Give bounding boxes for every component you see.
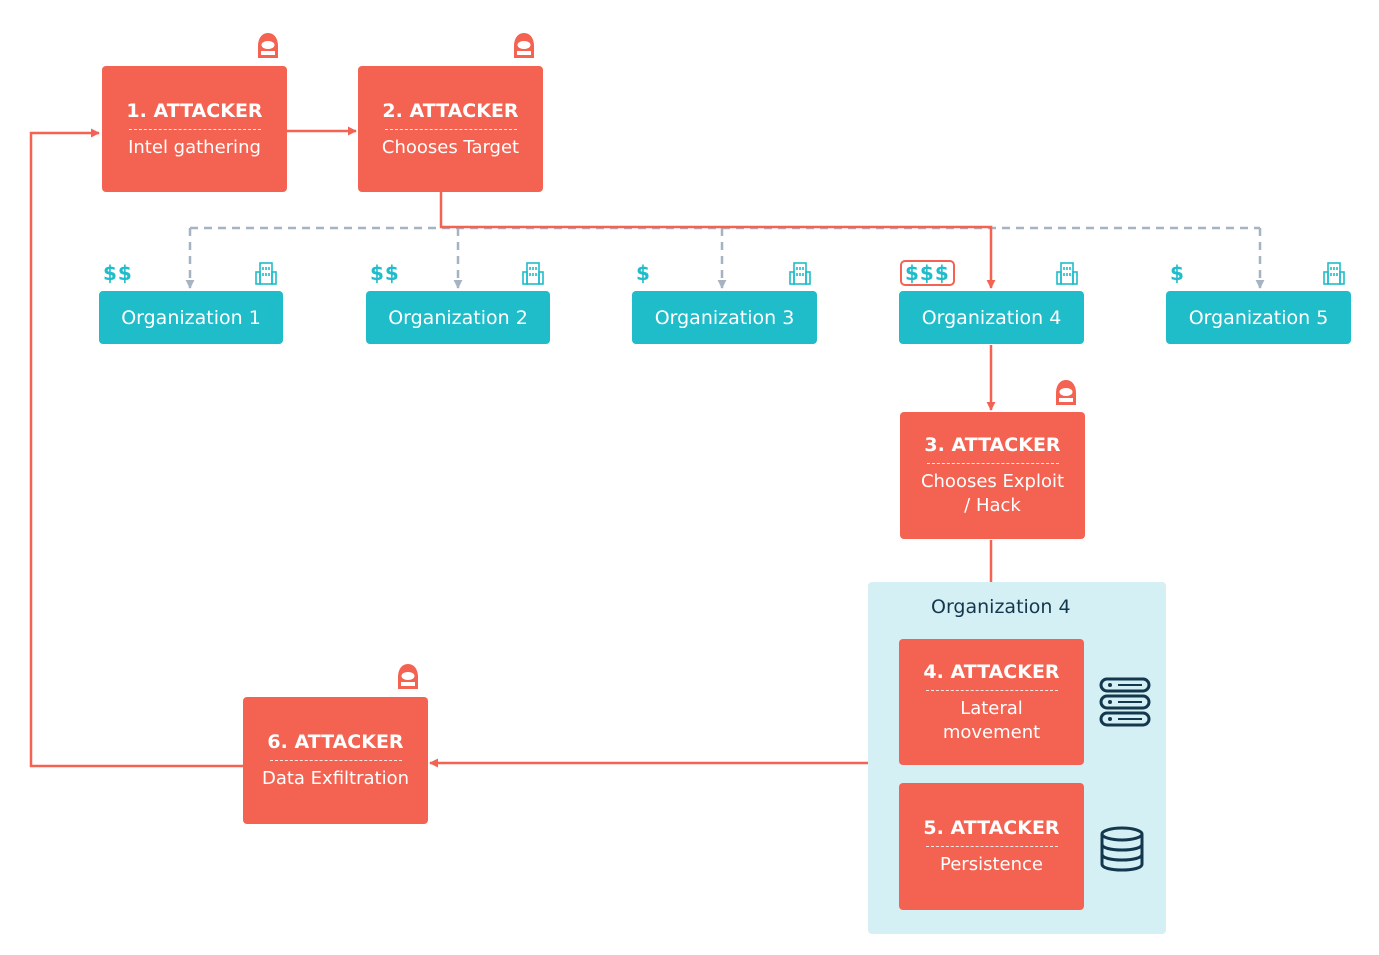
org-value-indicator: $$ [103,261,133,285]
attacker-step-title: 6. ATTACKER [267,731,404,753]
office-building-icon [1056,262,1078,285]
organization-5[interactable]: Organization 5 [1166,291,1351,344]
attacker-step-6[interactable]: 6. ATTACKER Data Exfiltration [243,697,428,824]
organization-4[interactable]: Organization 4 [899,291,1084,344]
target-organization-label: Organization 4 [931,596,1071,618]
attacker-step-1[interactable]: 1. ATTACKER Intel gathering [102,66,287,192]
attacker-step-title: 4. ATTACKER [923,660,1060,683]
attacker-step-separator [269,760,402,761]
attacker-step-desc: Persistence [940,854,1043,875]
organization-label: Organization 3 [654,306,795,329]
organization-2[interactable]: Organization 2 [366,291,550,344]
organization-1[interactable]: Organization 1 [99,291,283,344]
attacker-step-separator [925,846,1058,847]
hooded-hacker-icon [1056,380,1076,405]
office-building-icon [255,262,277,285]
organization-label: Organization 1 [121,306,261,329]
org-value-indicator: $ [1170,261,1185,285]
attacker-step-2[interactable]: 2. ATTACKER Chooses Target [358,66,543,192]
office-building-icon [522,262,544,285]
hooded-hacker-icon [258,33,278,58]
server-rack-icon [1099,677,1151,727]
attacker-step-5[interactable]: 5. ATTACKER Persistence [899,783,1084,910]
attacker-step-desc: Chooses Target [381,136,520,158]
attacker-step-desc: Data Exfiltration [261,768,410,789]
hooded-hacker-icon [514,33,534,58]
hooded-hacker-icon [398,664,418,689]
org-value-indicator: $ [636,261,651,285]
org-value-indicator: $$ [370,261,400,285]
attacker-step-title: 2. ATTACKER [382,99,519,122]
attacker-step-desc: Chooses Exploit / Hack [920,471,1065,516]
attacker-step-separator [925,689,1058,691]
organization-label: Organization 5 [1188,306,1329,329]
office-building-icon [1323,262,1345,285]
attacker-step-desc: Intel gathering [128,136,261,158]
attacker-step-desc: Lateral movement [942,697,1041,743]
attack-path [29,126,996,782]
attacker-step-title: 3. ATTACKER [924,434,1061,456]
attacker-step-separator [926,463,1059,464]
attacker-step-title: 5. ATTACKER [923,817,1060,839]
database-icon [1100,826,1144,872]
organization-3[interactable]: Organization 3 [632,291,817,344]
attacker-step-3[interactable]: 3. ATTACKER Chooses Exploit / Hack [900,412,1085,539]
attacker-step-4[interactable]: 4. ATTACKER Lateral movement [899,639,1084,765]
candidate-links [185,226,1265,289]
attacker-step-title: 1. ATTACKER [126,99,263,122]
organization-label: Organization 2 [388,306,528,329]
attacker-step-separator [384,128,517,130]
office-building-icon [789,262,811,285]
org-value-indicator-highlighted: $$$ [900,260,955,286]
organization-label: Organization 4 [921,306,1062,329]
attacker-step-separator [128,128,261,130]
